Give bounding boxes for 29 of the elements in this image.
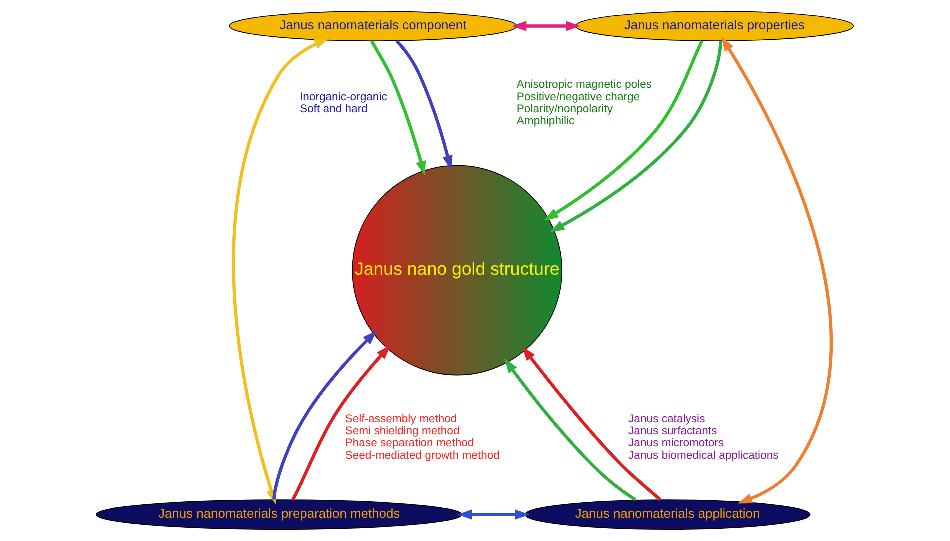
label: Janus biomedical applications: [628, 450, 779, 462]
node-ellipse: Janus nanomaterials preparation methods: [96, 500, 463, 530]
arrow: [544, 40, 704, 221]
label: Phase separation method: [345, 438, 474, 450]
label: Janus catalysis: [628, 413, 706, 426]
label: Janus micromotors: [628, 438, 724, 450]
label: Polarity/nonpolarity: [516, 103, 614, 116]
arrow: [292, 345, 391, 500]
label: Inorganic-organic: [300, 91, 388, 104]
arrow: [512, 21, 581, 32]
arrow: [504, 358, 637, 502]
node-ellipse: Janus nanomaterials component: [229, 11, 518, 42]
label: Positive/negative charge: [516, 91, 640, 104]
arrow: [522, 346, 662, 502]
arrow: [721, 36, 833, 504]
arrow: [396, 40, 453, 170]
arrow: [272, 330, 378, 500]
arrow: [458, 510, 530, 520]
label: Anisotropic magnetic poles: [516, 79, 652, 92]
label: Seed-mediated growth method: [345, 450, 500, 462]
node-ellipse: Janus nanomaterials properties: [575, 11, 854, 42]
label: Janus surfactants: [628, 426, 718, 438]
label: Semi shielding method: [345, 426, 460, 438]
arrow: [550, 41, 722, 232]
node-ellipse: Janus nanomaterials application: [524, 500, 811, 530]
label: Soft and hard: [300, 103, 368, 116]
arrow: [370, 40, 426, 176]
label: Amphiphilic: [516, 116, 575, 128]
label: Self-assembly method: [345, 413, 458, 426]
